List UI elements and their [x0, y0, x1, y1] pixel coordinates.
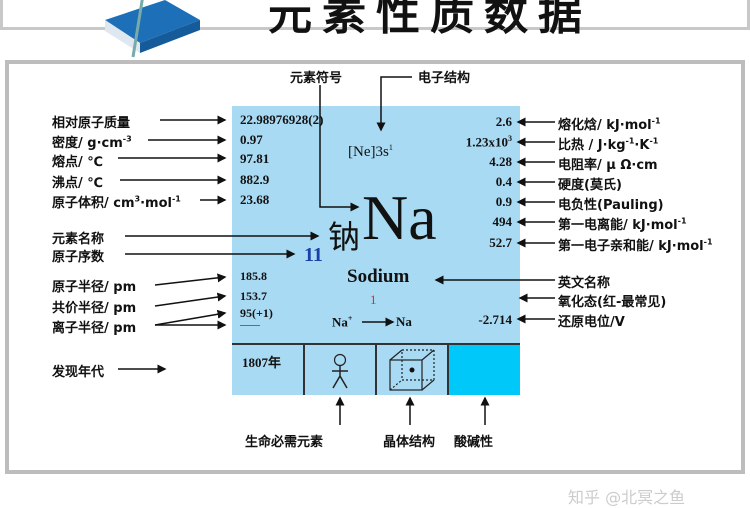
- atomic-number: 11: [304, 244, 323, 266]
- value-fusion-enthalpy: 2.6: [495, 114, 512, 129]
- redox-ion: Na+: [332, 314, 353, 330]
- label-density: 密度/ g·cm-3: [52, 134, 132, 151]
- value-atomic-radius: 185.8: [240, 269, 267, 283]
- chinese-name: 钠: [328, 218, 361, 256]
- redox-metal: Na: [396, 314, 412, 329]
- english-name: Sodium: [347, 266, 410, 287]
- value-discovery-year: 1807年: [242, 355, 282, 370]
- label-atomic-mass: 相对原子质量: [52, 116, 131, 131]
- value-covalent-radius: 153.7: [240, 289, 267, 303]
- oxidation-state: 1: [370, 292, 377, 307]
- value-atomic-volume: 23.68: [240, 192, 270, 207]
- label-english-name: 英文名称: [558, 276, 611, 291]
- value-ionic-radius-2: ——: [240, 320, 260, 331]
- value-boiling-point: 882.9: [240, 172, 270, 187]
- label-electron-config: 电子结构: [418, 71, 471, 86]
- value-ionic-radius: 95(+1): [240, 306, 273, 320]
- value-atomic-mass: 22.98976928(2): [240, 112, 324, 127]
- label-melting-point: 熔点/ ℃: [52, 155, 104, 170]
- label-electronegativity: 电负性(Pauling): [558, 198, 664, 213]
- label-discovery-year: 发现年代: [52, 365, 105, 380]
- acid-base-cell: [447, 343, 520, 395]
- value-density: 0.97: [240, 132, 263, 147]
- label-fusion-enthalpy: 熔化焓/ kJ·mol-1: [558, 116, 661, 133]
- element-symbol: Na: [362, 182, 437, 253]
- label-essential-element: 生命必需元素: [245, 435, 324, 450]
- value-resistivity: 4.28: [489, 154, 512, 169]
- stick-figure-icon: [332, 353, 348, 389]
- body-centered-cubic-icon: [389, 349, 435, 391]
- year-cell: [232, 343, 303, 395]
- book-pen-icon: [105, 0, 200, 58]
- label-crystal-structure: 晶体结构: [383, 435, 436, 450]
- label-electron-affinity: 第一电子亲和能/ kJ·mol-1: [558, 237, 713, 254]
- value-hardness: 0.4: [495, 174, 512, 189]
- life-cell: [303, 343, 375, 395]
- label-atomic-number: 原子序数: [52, 250, 105, 265]
- value-melting-point: 97.81: [240, 151, 270, 166]
- value-ionization-energy: 494: [492, 214, 513, 229]
- watermark: 知乎 @北冥之鱼: [568, 488, 686, 507]
- label-atomic-radius: 原子半径/ pm: [52, 280, 137, 295]
- label-oxidation-state: 氧化态(红-最常见): [558, 295, 667, 310]
- page-title: 元素性质数据: [268, 0, 592, 40]
- label-element-name: 元素名称: [52, 232, 105, 247]
- label-hardness: 硬度(莫氏): [558, 178, 622, 193]
- value-specific-heat: 1.23x103: [465, 134, 512, 150]
- value-electron-affinity: 52.7: [489, 235, 512, 250]
- label-ionic-radius: 离子半径/ pm: [52, 321, 137, 336]
- label-element-symbol: 元素符号: [290, 71, 343, 86]
- label-redox-potential: 还原电位/V: [558, 315, 625, 330]
- label-covalent-radius: 共价半径/ pm: [52, 301, 137, 316]
- element-card: [232, 106, 520, 343]
- electron-config: [Ne]3s1: [348, 143, 393, 160]
- label-boiling-point: 沸点/ ℃: [52, 176, 104, 191]
- label-ionization-energy: 第一电离能/ kJ·mol-1: [558, 216, 687, 233]
- label-resistivity: 电阻率/ μ Ω·cm: [558, 158, 658, 173]
- label-acid-base: 酸碱性: [454, 435, 494, 450]
- label-atomic-volume: 原子体积/ cm3·mol-1: [52, 194, 181, 211]
- value-electronegativity: 0.9: [495, 194, 512, 209]
- value-redox-potential: -2.714: [478, 312, 512, 327]
- label-specific-heat: 比热 / J·kg-1·K-1: [558, 136, 659, 153]
